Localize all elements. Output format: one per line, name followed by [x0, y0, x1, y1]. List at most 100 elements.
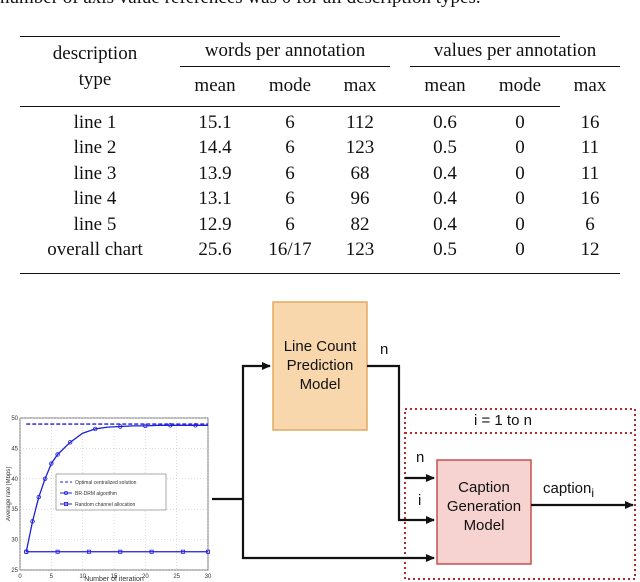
arrow-n-out: [367, 364, 435, 524]
table-cell-type: line 4: [73, 188, 117, 210]
legend-box: [55, 473, 167, 511]
data-point: [149, 549, 154, 554]
n-output-label: n: [380, 341, 389, 358]
legend-marker: [64, 502, 69, 507]
x-tick-label: 20: [142, 574, 149, 580]
data-point: [30, 519, 35, 524]
top-rule-row: [20, 22, 620, 37]
table-cell-v-max: 11: [580, 162, 600, 184]
table-cell-type: line 2: [73, 137, 117, 159]
loop-label: i = 1 to n: [474, 412, 532, 429]
sub-header: mode: [498, 75, 542, 96]
y-tick-label: 35: [11, 507, 18, 513]
x-axis-label: Number of iteration: [84, 576, 144, 582]
sub-header: max: [343, 75, 377, 96]
table-cell-v-mean: 0.5: [433, 239, 457, 261]
line-count-model-label: Line Count Prediction Model: [283, 338, 357, 393]
n-input-label: n: [416, 449, 425, 466]
x-tick-label: 15: [111, 574, 118, 580]
arrow-to-caption-i: [241, 499, 435, 562]
table-cell-v-mode: 0: [515, 111, 525, 133]
caption-output-label: captioni: [543, 480, 595, 500]
caption-fragment: number of axis value references was 0 fo…: [0, 0, 640, 9]
table-cell-v-max: 16: [580, 111, 600, 133]
data-point: [118, 549, 123, 554]
table-cell-v-mean: 0.4: [433, 213, 457, 235]
table-cell-v-mode: 0: [515, 188, 525, 210]
table-cell-v-mean: 0.6: [433, 111, 457, 133]
table-cell-v-max: 12: [580, 239, 600, 261]
legend-entry: Random channel allocation: [75, 502, 136, 508]
table-cell-w-mean: 12.9: [198, 213, 232, 235]
loop-outer-box: [404, 408, 636, 580]
table-cell-w-mean: 13.9: [198, 162, 232, 184]
legend-entry: Optimal centralized solution: [75, 480, 137, 486]
data-point: [42, 476, 48, 481]
data-point: [193, 423, 198, 428]
y-tick-label: 30: [11, 538, 18, 544]
data-point: [67, 440, 73, 445]
data-point: [86, 549, 91, 554]
arrow-to-line-count: [241, 362, 271, 499]
data-point: [168, 423, 173, 428]
table-cell-w-mode: 6: [285, 188, 295, 210]
legend-entry: BR-DRM algorithm: [75, 491, 117, 497]
table-cell-type: line 1: [73, 111, 117, 133]
data-point: [205, 549, 210, 554]
table-cell-w-mode: 6: [285, 137, 295, 159]
table-cell-w-mode: 6: [285, 213, 295, 235]
table-cell-w-mode: 16/17: [268, 239, 312, 261]
x-tick-label: 10: [79, 574, 86, 580]
header-row-1: description type words per annotation va…: [20, 36, 620, 90]
table-cell-w-max: 82: [350, 213, 370, 235]
values-per-annotation-header: values per annotation: [410, 36, 620, 67]
caption-model-box: [436, 459, 532, 565]
table-cell-v-mode: 0: [515, 239, 525, 261]
table-cell-v-mode: 0: [515, 213, 525, 235]
data-point: [24, 549, 29, 554]
data-point: [36, 494, 41, 500]
y-tick-label: 45: [11, 446, 18, 452]
data-point: [118, 424, 123, 429]
table-cell-type: overall chart: [47, 239, 143, 261]
data-point: [143, 423, 148, 429]
data-point: [55, 549, 60, 554]
y-tick-label: 50: [11, 416, 18, 422]
table-cell-w-mode: 6: [285, 111, 295, 133]
table-cell-w-mean: 13.1: [198, 188, 232, 210]
sub-header: max: [573, 75, 607, 97]
words-per-annotation-header: words per annotation: [180, 36, 390, 67]
table-cell-v-mean: 0.4: [433, 162, 457, 184]
y-tick-label: 25: [11, 568, 18, 574]
description-header-line2: type: [78, 68, 112, 90]
table-cell-v-mode: 0: [515, 137, 525, 159]
sub-header: mean: [424, 75, 466, 96]
table-cell-v-mode: 0: [515, 162, 525, 184]
x-tick-label: 0: [18, 574, 22, 580]
table-cell-w-mean: 15.1: [198, 111, 232, 133]
table-cell-v-max: 16: [580, 188, 600, 210]
annotation-stats-table: description type words per annotation va…: [20, 22, 620, 116]
x-tick-label: 30: [205, 574, 212, 580]
pipeline-diagram: [212, 301, 636, 580]
table-cell-v-mean: 0.5: [433, 137, 457, 159]
y-tick-label: 40: [11, 477, 18, 483]
sub-header: mean: [194, 75, 236, 96]
table-cell-w-max: 123: [345, 239, 375, 261]
table-cell-type: line 3: [73, 162, 117, 184]
caption-model-label: Caption Generation Model: [446, 479, 522, 534]
table-cell-w-mean: 14.4: [198, 137, 232, 159]
table-cell-w-mode: 6: [285, 162, 295, 184]
description-type-header: description type: [20, 36, 170, 106]
x-tick-label: 5: [50, 574, 54, 580]
header-row-2: mean mode max mean mode max: [20, 66, 620, 106]
table-cell-v-max: 11: [580, 137, 600, 159]
table-cell-type: line 5: [73, 213, 117, 235]
x-tick-label: 25: [173, 574, 180, 580]
